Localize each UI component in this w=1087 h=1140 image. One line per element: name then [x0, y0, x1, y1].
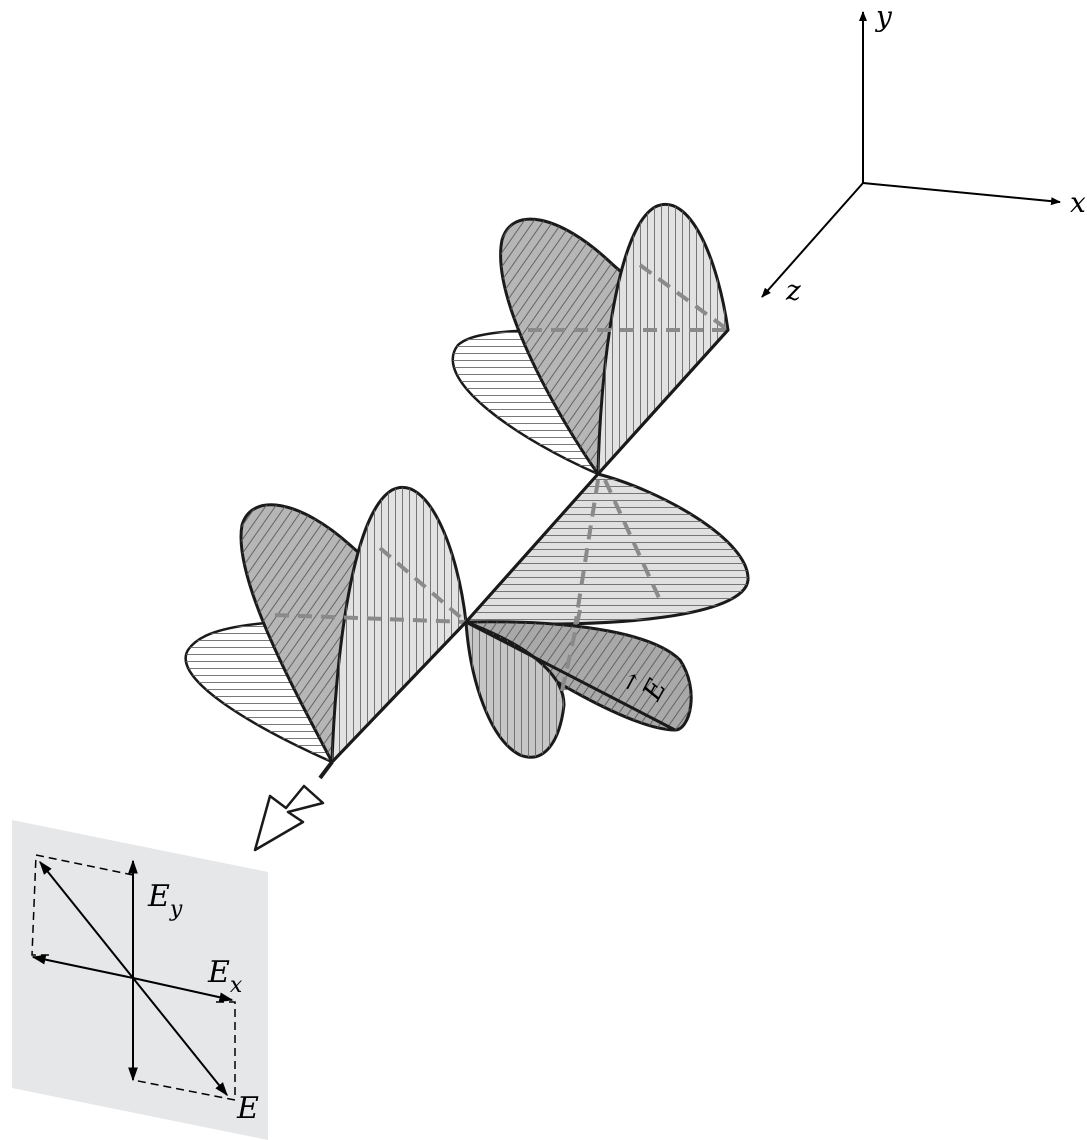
z-axis-label: z	[785, 274, 801, 307]
upper-dashed-2	[638, 263, 730, 332]
wave-group	[184, 203, 750, 780]
middle-horizontal-petal-hatch	[466, 474, 749, 625]
propagation-axis-middle	[464, 473, 600, 623]
e-diagonal-arrow-down	[132, 977, 228, 1097]
ex-arrow	[132, 977, 234, 1003]
projection-dashed-box-right	[132, 1001, 236, 1101]
propagation-axis-upper	[596, 328, 730, 476]
propagation-direction-arrow	[253, 784, 325, 852]
x-axis-label: x	[1070, 186, 1086, 219]
left-dashed-1	[274, 613, 467, 624]
ey-label: Ey	[147, 879, 183, 922]
ex-label-sub: x	[230, 973, 243, 998]
propagation-axis-tail	[318, 760, 334, 780]
ey-label-sub: y	[169, 897, 183, 922]
e-label: E	[236, 1091, 259, 1126]
y-axis-label: y	[874, 0, 893, 33]
middle-dashed-1	[563, 479, 600, 691]
upper-light-petal-hatch	[598, 204, 728, 474]
ex-arrow-left	[31, 954, 134, 979]
lower-dashed	[558, 609, 582, 701]
x-axis	[862, 182, 1061, 206]
projection-panel: Ey Ex E	[12, 820, 268, 1140]
axes-group: y x z	[761, 0, 1086, 307]
ex-label: Ex	[207, 955, 243, 998]
left-light-petal-hatch	[332, 487, 466, 762]
propagation-axis-lower	[330, 620, 468, 764]
lower-petal-edge	[465, 620, 676, 732]
z-axis	[761, 182, 864, 298]
e-diagonal-arrow-up	[39, 860, 134, 979]
lower-drop-petal-hatch	[466, 622, 564, 758]
left-dashed-2	[378, 546, 468, 624]
